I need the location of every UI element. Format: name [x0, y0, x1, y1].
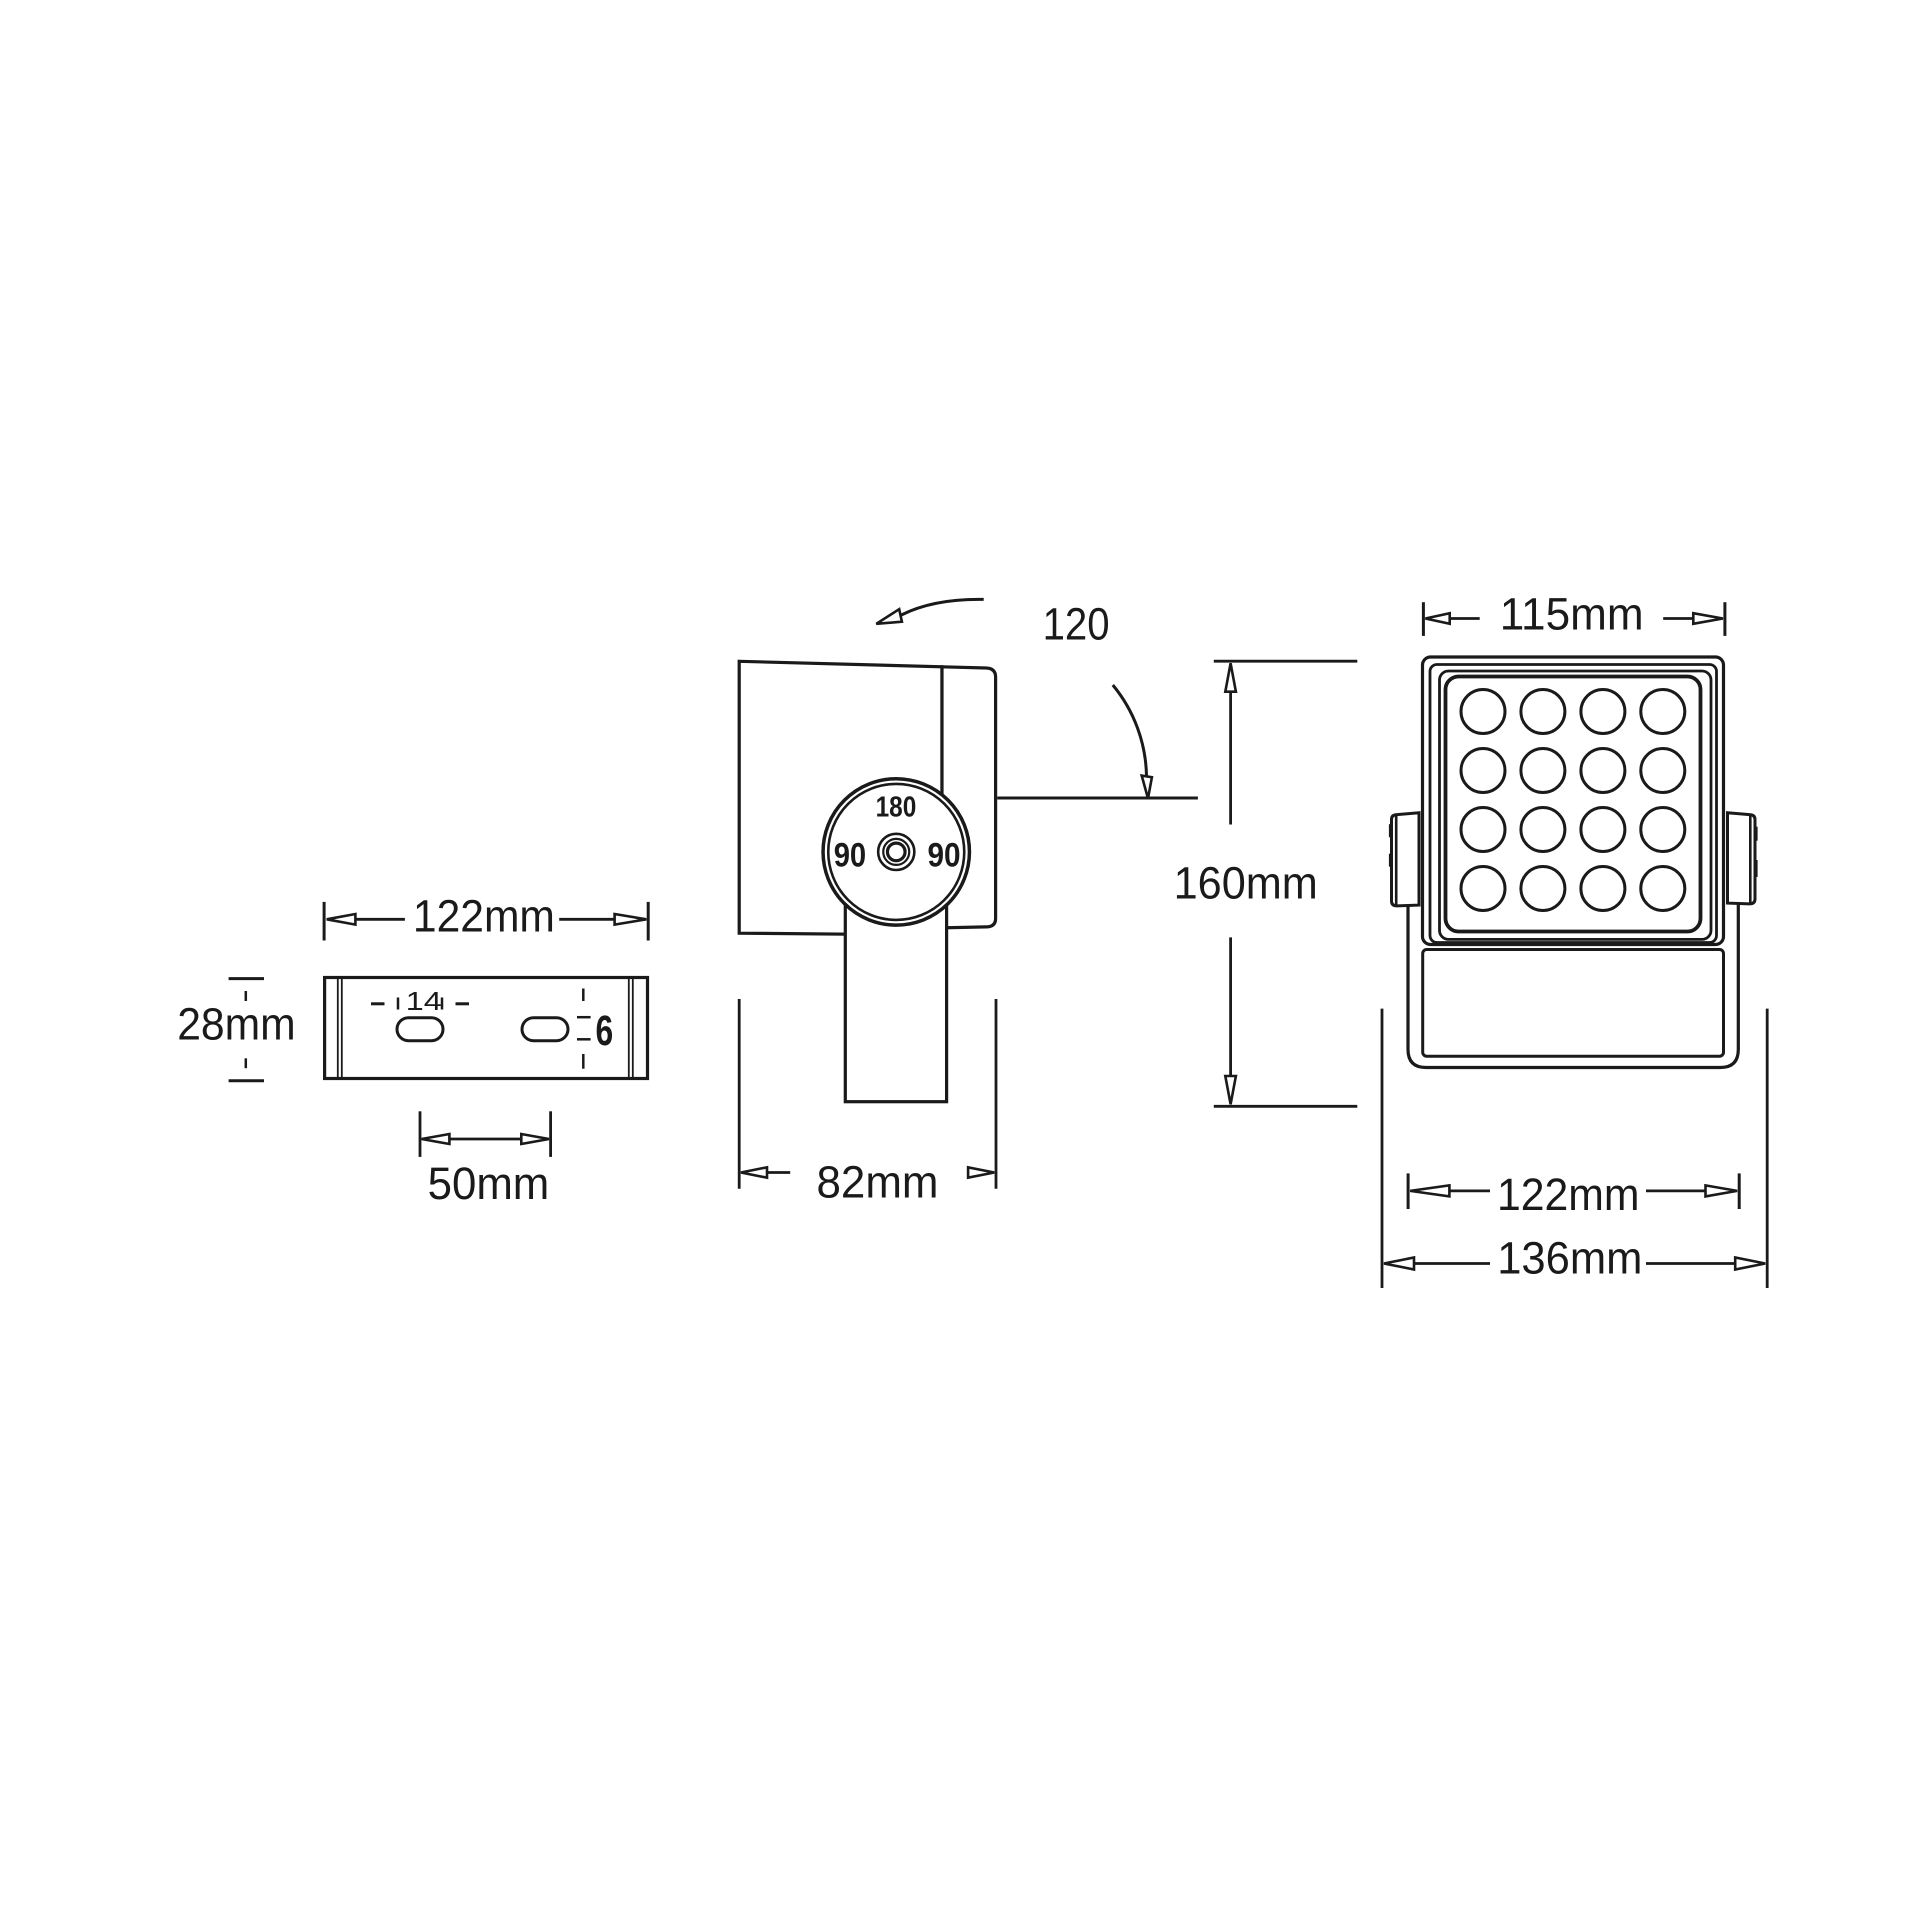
- svg-text:82mm: 82mm: [817, 1157, 939, 1208]
- svg-text:180: 180: [876, 792, 917, 824]
- svg-text:28mm: 28mm: [177, 999, 296, 1050]
- svg-text:160mm: 160mm: [1174, 858, 1318, 909]
- svg-text:122mm: 122mm: [1497, 1169, 1640, 1220]
- svg-text:136mm: 136mm: [1497, 1233, 1642, 1284]
- svg-text:122mm: 122mm: [413, 891, 555, 942]
- svg-text:115mm: 115mm: [1500, 588, 1644, 639]
- svg-text:6: 6: [596, 1007, 614, 1055]
- svg-text:14: 14: [406, 986, 442, 1016]
- svg-text:90: 90: [928, 836, 961, 874]
- svg-text:120: 120: [1043, 599, 1110, 650]
- svg-text:90: 90: [834, 836, 867, 874]
- svg-text:50mm: 50mm: [428, 1158, 550, 1209]
